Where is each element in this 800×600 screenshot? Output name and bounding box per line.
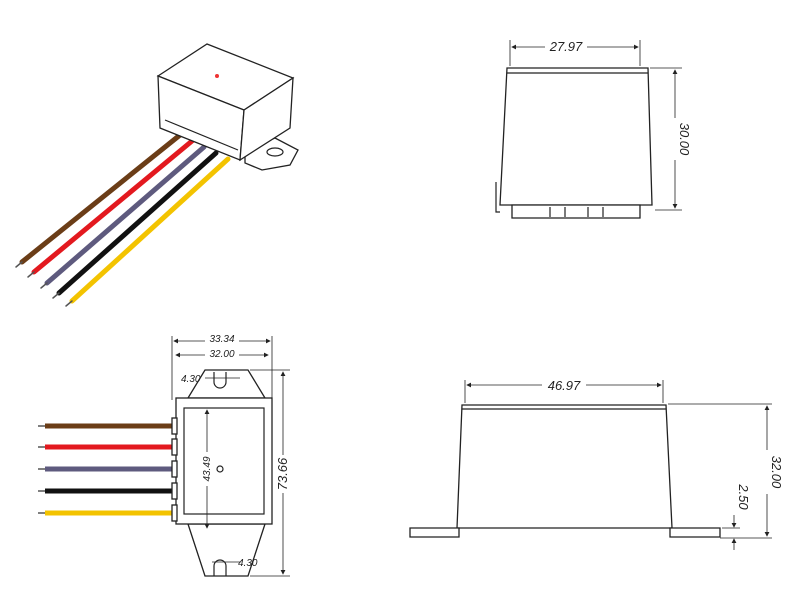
top-view-wires <box>45 423 176 516</box>
wire-brown <box>19 132 183 265</box>
top-hole-dim: 4.30 <box>181 374 201 385</box>
flange-dim: 2.50 <box>736 483 751 510</box>
side-height-dim: 32.00 <box>769 456 784 489</box>
isometric-view <box>15 43 299 307</box>
wire-black <box>56 150 219 296</box>
inner-width-dim: 32.00 <box>209 349 234 360</box>
top-view: 33.34 32.00 4.30 43.49 73.66 4.30 <box>38 333 290 577</box>
side-view: 46.97 32.00 2.50 <box>409 377 784 550</box>
wire-red <box>31 138 195 275</box>
wire-yellow <box>69 156 231 304</box>
bottom-hole-dim: 4.30 <box>238 558 258 569</box>
led-hole <box>215 74 219 78</box>
side-width-dim: 46.97 <box>548 378 581 393</box>
body-length-dim: 43.49 <box>202 456 213 481</box>
front-view: 27.97 30.00 <box>495 38 692 219</box>
wires <box>15 132 231 307</box>
total-length-dim: 73.66 <box>275 457 290 490</box>
front-height-dim: 30.00 <box>677 123 692 156</box>
front-width-dim: 27.97 <box>549 39 583 54</box>
box-side <box>239 76 294 162</box>
outer-width-dim: 33.34 <box>209 334 234 345</box>
wire-purple <box>44 144 207 286</box>
